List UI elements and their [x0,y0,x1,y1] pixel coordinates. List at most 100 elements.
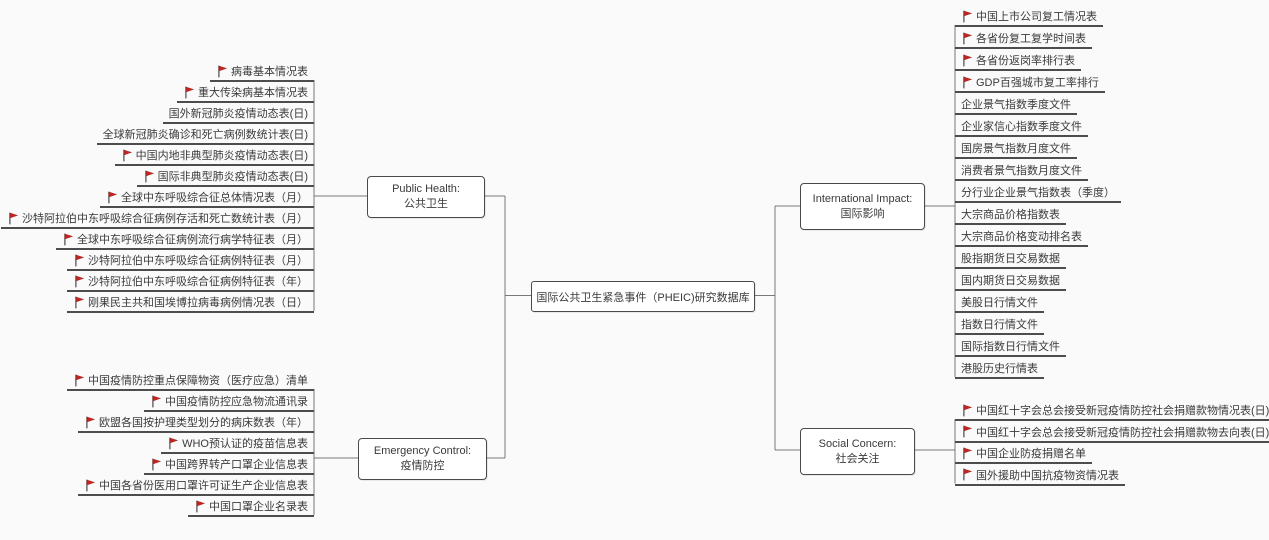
leaf-node[interactable]: 中国企业防疫捐赠名单 [955,445,1092,464]
leaf-label: 全球中东呼吸综合征病例流行病学特征表（月） [77,234,308,246]
leaf-node[interactable]: 中国内地非典型肺炎疫情动态表(日) [114,147,314,166]
flag-icon [73,275,85,288]
leaf-node[interactable]: GDP百强城市复工率排行 [955,74,1105,93]
flag-icon [7,212,19,225]
leaf-label: 中国上市公司复工情况表 [976,11,1097,23]
leaf-label: 中国疫情防控应急物流通讯录 [165,396,308,408]
leaf-node[interactable]: 中国上市公司复工情况表 [955,8,1103,27]
leaf-node[interactable]: 重大传染病基本情况表 [177,84,314,103]
branch-title-zh: 社会关注 [835,452,880,465]
leaf-node[interactable]: 中国跨界转产口罩企业信息表 [144,456,314,475]
branch-node-public-health[interactable]: Public Health: 公共卫生 [367,176,485,218]
leaf-label: 国内期货日交易数据 [961,275,1060,287]
leaf-label: 沙特阿拉伯中东呼吸综合征病例存活和死亡数统计表（月） [22,213,308,225]
leaf-node[interactable]: 国外新冠肺炎疫情动态表(日) [162,105,314,124]
leaf-label: 国际非典型肺炎疫情动态表(日) [157,171,308,183]
flag-icon [961,76,973,89]
leaf-node[interactable]: 病毒基本情况表 [210,63,314,82]
leaf-node[interactable]: 指数日行情文件 [955,316,1044,335]
leaf-node[interactable]: 中国口罩企业名录表 [188,498,314,517]
root-node[interactable]: 国际公共卫生紧急事件（PHEIC)研究数据库 [531,281,755,312]
leaf-node[interactable]: 沙特阿拉伯中东呼吸综合征病例特征表（年） [67,273,314,292]
flag-icon [961,425,973,438]
leaf-node[interactable]: 各省份返岗率排行表 [955,52,1081,71]
flag-icon [961,32,973,45]
leaf-label: 中国口罩企业名录表 [209,501,308,513]
leaf-node[interactable]: 股指期货日交易数据 [955,250,1066,269]
leaf-node[interactable]: 中国疫情防控应急物流通讯录 [144,393,314,412]
leaf-label: 指数日行情文件 [961,319,1038,331]
leaf-node[interactable]: 全球新冠肺炎确诊和死亡病例数统计表(日) [96,126,314,145]
leaf-node[interactable]: 欧盟各国按护理类型划分的病床数表（年） [78,414,314,433]
leaf-node[interactable]: 企业家信心指数季度文件 [955,118,1088,137]
leaf-label: 中国红十字会总会接受新冠疫情防控社会捐赠款物去向表(日) [976,426,1269,439]
branch-node-international-impact[interactable]: International Impact: 国际影响 [800,183,925,230]
leaf-node[interactable]: 港股历史行情表 [955,360,1044,379]
leaf-label: 中国企业防疫捐赠名单 [976,448,1086,460]
leaf-label: 中国红十字会总会接受新冠疫情防控社会捐赠款物情况表(日) [976,405,1269,417]
leaf-node[interactable]: 国内期货日交易数据 [955,272,1066,291]
branch-node-social-concern[interactable]: Social Concern: 社会关注 [800,428,915,475]
leaf-label: WHO预认证的疫苗信息表 [182,438,308,450]
leaf-node[interactable]: 中国红十字会总会接受新冠疫情防控社会捐赠款物去向表(日) [955,424,1269,443]
leaf-node[interactable]: 沙特阿拉伯中东呼吸综合征病例特征表（月） [67,252,314,271]
leaf-node[interactable]: 中国各省份医用口罩许可证生产企业信息表 [78,477,314,496]
branch-title-en: International Impact: [812,192,913,205]
leaf-label: 中国内地非典型肺炎疫情动态表(日) [135,150,308,162]
leaf-label: 国外新冠肺炎疫情动态表(日) [168,108,308,120]
leaf-node[interactable]: 分行业企业景气指数表（季度） [955,184,1121,203]
leaf-node[interactable]: 企业景气指数季度文件 [955,96,1077,115]
flag-icon [961,54,973,67]
branch-node-emergency-control[interactable]: Emergency Control: 疫情防控 [358,438,487,480]
flag-icon [73,254,85,267]
leaf-label: 各省份返岗率排行表 [976,55,1075,67]
leaf-node[interactable]: 大宗商品价格变动排名表 [955,228,1088,247]
flag-icon [961,10,973,23]
branch-title-zh: 国际影响 [840,207,885,220]
leaf-node[interactable]: 消费者景气指数月度文件 [955,162,1088,181]
leaf-label: 沙特阿拉伯中东呼吸综合征病例特征表（月） [88,255,308,267]
leaf-label: 刚果民主共和国埃博拉病毒病例情况表（日） [88,297,308,309]
branch-title-en: Social Concern: [818,437,897,450]
leaf-node[interactable]: 国际非典型肺炎疫情动态表(日) [136,168,314,187]
leaf-label: 大宗商品价格变动排名表 [961,231,1082,243]
leaf-node[interactable]: 刚果民主共和国埃博拉病毒病例情况表（日） [67,294,314,313]
leaf-label: 消费者景气指数月度文件 [961,165,1082,177]
flag-icon [121,149,133,162]
leaf-node[interactable]: 国房景气指数月度文件 [955,140,1077,159]
flag-icon [961,468,973,481]
leaf-label: 大宗商品价格指数表 [961,209,1060,221]
leaf-label: 全球新冠肺炎确诊和死亡病例数统计表(日) [102,129,308,141]
leaf-node[interactable]: 中国红十字会总会接受新冠疫情防控社会捐赠款物情况表(日) [955,402,1269,421]
flag-icon [106,191,118,204]
leaf-node[interactable]: 国外援助中国抗疫物资情况表 [955,467,1125,486]
leaf-label: 国外援助中国抗疫物资情况表 [976,469,1119,482]
leaf-node[interactable]: 大宗商品价格指数表 [955,206,1066,225]
leaf-label: 企业家信心指数季度文件 [961,121,1082,133]
branch-title-zh: 疫情防控 [400,460,445,472]
leaf-node[interactable]: 全球中东呼吸综合征总体情况表（月） [100,189,314,208]
leaf-label: 国际指数日行情文件 [961,341,1060,353]
leaf-label: 企业景气指数季度文件 [961,99,1071,111]
branch-title-en: Emergency Control: [373,445,472,457]
branch-title-zh: 公共卫生 [404,198,448,210]
leaf-node[interactable]: 国际指数日行情文件 [955,338,1066,357]
flag-icon [73,296,85,309]
leaf-node[interactable]: 沙特阿拉伯中东呼吸综合征病例存活和死亡数统计表（月） [1,210,314,229]
flag-icon [150,458,162,471]
root-label: 国际公共卫生紧急事件（PHEIC)研究数据库 [536,291,750,304]
leaf-node[interactable]: 中国疫情防控重点保障物资（医疗应急）清单 [67,372,314,391]
leaf-node[interactable]: 各省份复工复学时间表 [955,30,1092,49]
leaf-label: 股指期货日交易数据 [961,253,1060,265]
leaf-label: 病毒基本情况表 [231,66,308,78]
leaf-label: 国房景气指数月度文件 [961,143,1071,155]
flag-icon [150,395,162,408]
leaf-node[interactable]: WHO预认证的疫苗信息表 [161,435,314,454]
leaf-node[interactable]: 全球中东呼吸综合征病例流行病学特征表（月） [56,231,314,250]
leaf-label: 中国各省份医用口罩许可证生产企业信息表 [99,480,308,492]
flag-icon [143,170,155,183]
leaf-node[interactable]: 美股日行情文件 [955,294,1044,313]
leaf-label: 全球中东呼吸综合征总体情况表（月） [121,192,308,204]
leaf-label: GDP百强城市复工率排行 [976,77,1099,89]
